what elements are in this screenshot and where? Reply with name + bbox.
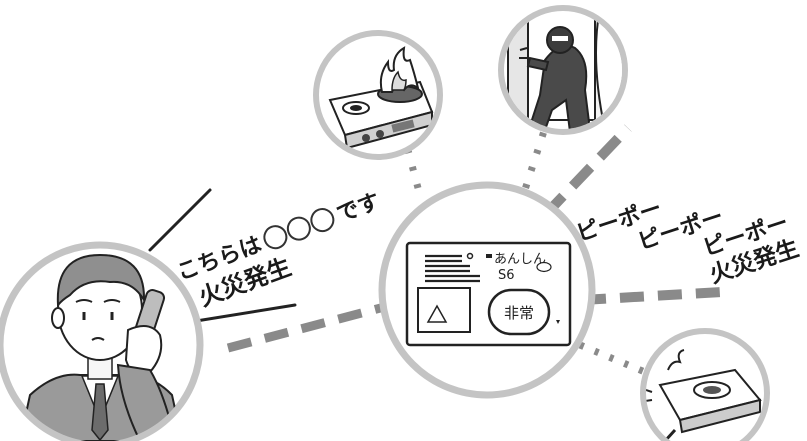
- caller-bubble: [0, 245, 200, 441]
- alarm-device: あんしん S6 非常: [407, 243, 570, 345]
- stove-fire-bubble: [316, 33, 440, 157]
- siren-dash-right: [582, 292, 722, 300]
- caller-speech: こちらは です 火災発生: [174, 189, 395, 316]
- check-badge-icon: [537, 263, 551, 272]
- device-model: S6: [498, 268, 515, 283]
- alarm-device-bubble: あんしん S6 非常: [382, 185, 592, 395]
- emergency-button-label: 非常: [504, 304, 534, 322]
- alarm-sound-text: ピーポー ピーポー ピーポー 火災発生: [573, 159, 802, 324]
- intruder-bubble: [501, 5, 625, 145]
- status-led-icon: [486, 254, 492, 258]
- connector-device-heater: [580, 345, 645, 372]
- siren-dash-upper: [545, 128, 628, 215]
- speech-line-upper: [150, 190, 210, 250]
- power-led-icon: [468, 254, 473, 259]
- name-placeholder-circles: [261, 206, 336, 251]
- speech-suffix: です: [334, 189, 384, 228]
- heater-bubble: [638, 331, 767, 441]
- warning-panel: [418, 288, 470, 332]
